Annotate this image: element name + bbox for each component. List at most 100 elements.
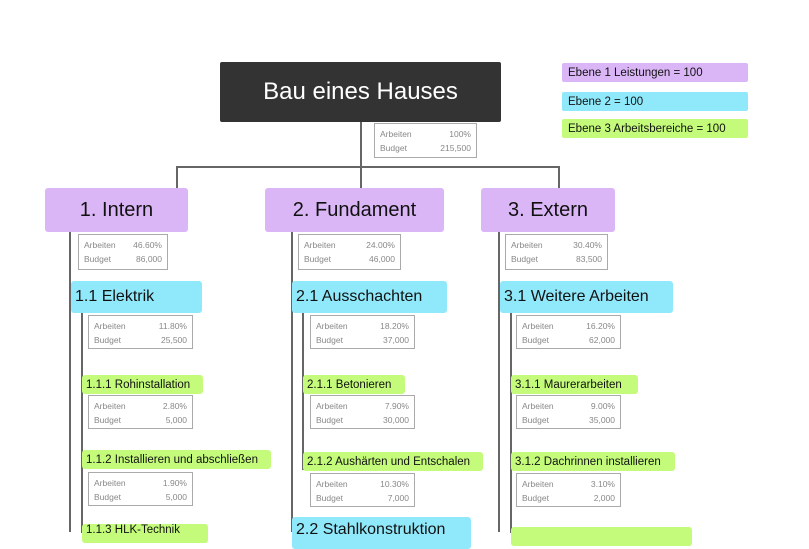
node-title: 2.2 Stahlkonstruktion — [296, 521, 446, 538]
stat-label: Budget — [94, 415, 121, 425]
node-title: 2.1.1 Betonieren — [307, 378, 392, 391]
stat-value: 46.60% — [133, 240, 162, 250]
stat-label: Budget — [316, 415, 343, 425]
root-node[interactable]: Bau eines Hauses — [220, 62, 501, 122]
stat-value: 62,000 — [589, 335, 615, 345]
stat-label: Arbeiten — [84, 240, 116, 250]
node-title: 3. Extern — [507, 198, 589, 221]
stat-value: 9.00% — [590, 401, 615, 411]
node-extern[interactable]: 3. Extern — [481, 188, 615, 232]
stat-label: Budget — [94, 335, 121, 345]
node-title: 2. Fundament — [292, 198, 417, 221]
stat-label: Budget — [522, 335, 549, 345]
stat-label: Budget — [316, 335, 343, 345]
stat-value: 25,500 — [161, 335, 187, 345]
stat-value: Ebene 1 Leistungen = 100 — [568, 66, 703, 79]
stat-value: 37,000 — [383, 335, 409, 345]
stat-label: Arbeiten — [511, 240, 543, 250]
stat-value: Ebene 2 = 100 — [568, 95, 644, 108]
stat-value: 24.00% — [366, 240, 395, 250]
stat-label: Arbeiten — [304, 240, 336, 250]
stat-label: Budget — [522, 415, 549, 425]
stat-value: 5,000 — [165, 492, 187, 502]
stat-label: Arbeiten — [94, 478, 126, 488]
node-title: 1.1.1 Rohinstallation — [86, 378, 191, 391]
stat-value: 11.80% — [158, 321, 187, 331]
stat-label: Budget — [84, 254, 111, 264]
stats-box: Arbeiten 7.90% Budget 30,000 — [310, 395, 415, 429]
node-dachrinnen[interactable]: 3.1.2 Dachrinnen installieren — [511, 452, 675, 471]
stat-label: Budget — [304, 254, 331, 264]
node-aushaerten[interactable]: 2.1.2 Aushärten und Entschalen — [303, 452, 483, 471]
stat-value: 30.40% — [573, 240, 602, 250]
stats-box: Arbeiten 16.20% Budget 62,000 — [516, 315, 621, 349]
stat-label: Arbeiten — [522, 321, 554, 331]
node-installieren[interactable]: 1.1.2 Installieren und abschließen — [82, 450, 271, 469]
stat-value: 3.10% — [590, 479, 615, 489]
node-intern[interactable]: 1. Intern — [45, 188, 188, 232]
node-title: 1.1.2 Installieren und abschließen — [86, 453, 258, 466]
node-title: 1.1.3 HLK-Technik — [86, 524, 180, 536]
node-rohinstallation[interactable]: 1.1.1 Rohinstallation — [82, 375, 203, 394]
node-title: 3.1.2 Dachrinnen installieren — [515, 455, 661, 468]
legend-level3: Ebene 3 Arbeitsbereiche = 100 — [562, 119, 748, 138]
legend-level1: Ebene 1 Leistungen = 100 — [562, 63, 748, 82]
node-maurerarbeiten[interactable]: 3.1.1 Maurerarbeiten — [511, 375, 638, 394]
stat-label: Arbeiten — [316, 401, 348, 411]
stat-label: Arbeiten — [522, 479, 554, 489]
stat-value: 18.20% — [380, 321, 409, 331]
node-elektrik[interactable]: 1.1 Elektrik — [71, 281, 202, 313]
stat-value: Ebene 3 Arbeitsbereiche = 100 — [568, 122, 726, 135]
stat-value: 46,000 — [369, 254, 395, 264]
node-ausschachten[interactable]: 2.1 Ausschachten — [292, 281, 447, 313]
node-title: 2.1 Ausschachten — [296, 288, 423, 305]
stat-label: Arbeiten — [380, 129, 412, 139]
node-title: 1.1 Elektrik — [75, 288, 155, 305]
stat-value: 10.30% — [380, 479, 409, 489]
stat-value: 215,500 — [440, 143, 471, 153]
stats-box: Arbeiten 24.00% Budget 46,000 — [298, 234, 401, 270]
stat-label: Budget — [522, 493, 549, 503]
stat-value: 7.90% — [384, 401, 409, 411]
stats-box: Arbeiten 2.80% Budget 5,000 — [88, 395, 193, 429]
stat-label: Budget — [316, 493, 343, 503]
connector — [498, 232, 500, 532]
stat-label: Budget — [511, 254, 538, 264]
stat-value: 5,000 — [165, 415, 187, 425]
node-title: Bau eines Hauses — [263, 78, 458, 105]
stat-label: Arbeiten — [94, 401, 126, 411]
stat-value: 2.80% — [162, 401, 187, 411]
stats-box: Arbeiten 11.80% Budget 25,500 — [88, 315, 193, 349]
stat-label: Arbeiten — [522, 401, 554, 411]
stat-label: Arbeiten — [94, 321, 126, 331]
stat-value: 30,000 — [383, 415, 409, 425]
legend-level2: Ebene 2 = 100 — [562, 92, 748, 111]
connector — [176, 166, 560, 168]
stat-value: 35,000 — [589, 415, 615, 425]
node-weitere-arbeiten[interactable]: 3.1 Weitere Arbeiten — [500, 281, 673, 313]
node-hlk[interactable]: 1.1.3 HLK-Technik — [82, 524, 208, 543]
stat-label: Budget — [380, 143, 407, 153]
stat-value: 16.20% — [586, 321, 615, 331]
connector — [176, 166, 178, 188]
node-title: 1. Intern — [79, 198, 154, 221]
connector — [360, 122, 362, 167]
node-title: 2.1.2 Aushärten und Entschalen — [307, 455, 471, 468]
stat-value: 1.90% — [162, 478, 187, 488]
node-fundament[interactable]: 2. Fundament — [265, 188, 444, 232]
node-title: 3.1 Weitere Arbeiten — [504, 288, 649, 305]
node-stahlkonstruktion[interactable]: 2.2 Stahlkonstruktion — [292, 517, 471, 549]
stat-label: Arbeiten — [316, 479, 348, 489]
connector — [558, 166, 560, 188]
node-title: 3.1.1 Maurerarbeiten — [515, 378, 622, 391]
connector — [360, 166, 362, 188]
node-betonieren[interactable]: 2.1.1 Betonieren — [303, 375, 405, 394]
connector — [291, 232, 293, 532]
